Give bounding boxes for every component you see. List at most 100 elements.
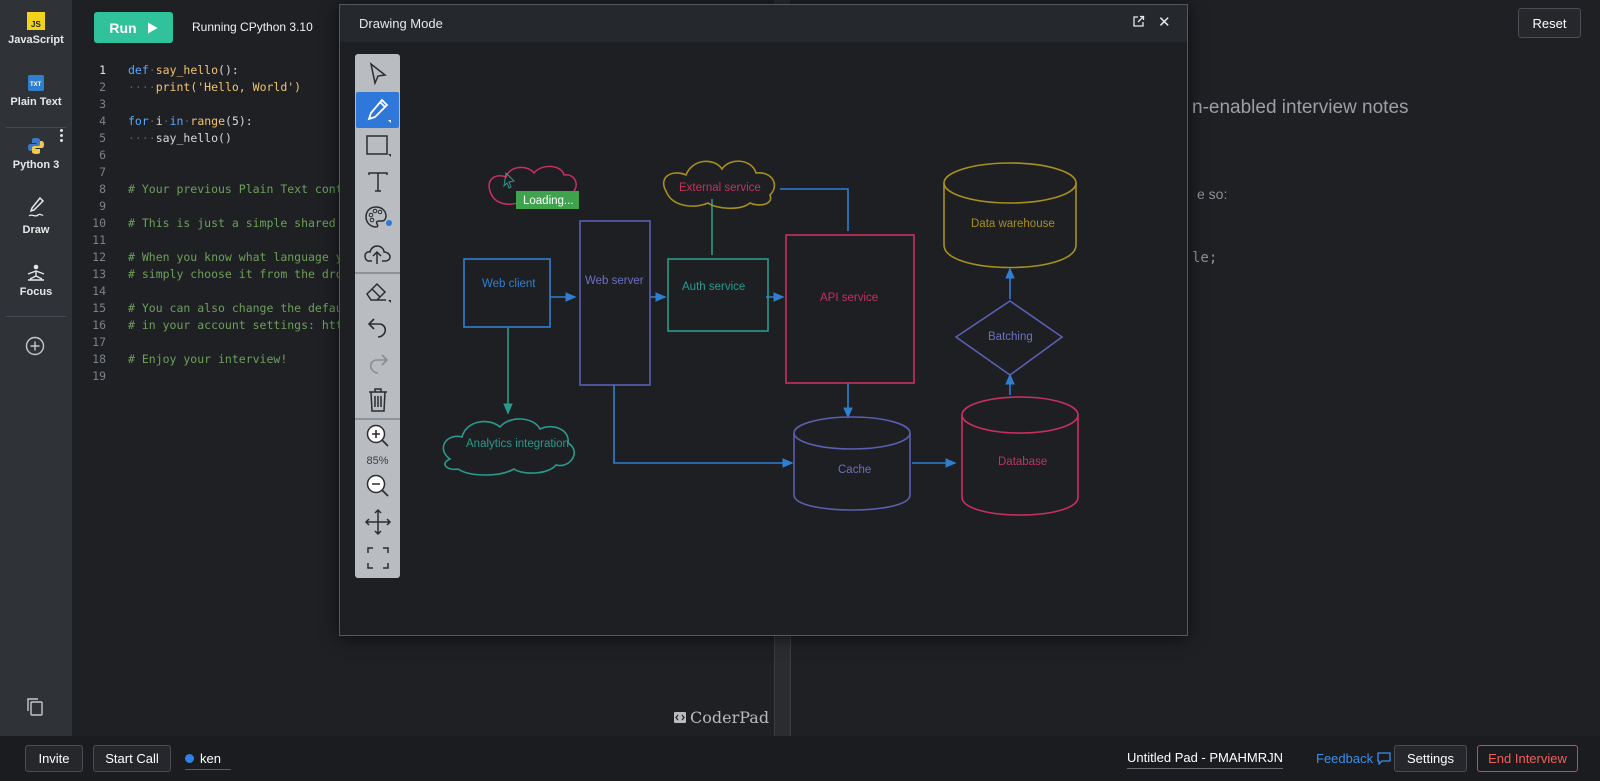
invite-button[interactable]: Invite [25,745,83,772]
rectangle-tool[interactable] [356,128,399,164]
trash-tool[interactable] [356,382,399,418]
data-warehouse-label: Data warehouse [971,218,1055,230]
web-server-label: Web server [585,275,644,287]
database-cylinder [961,396,1079,516]
palette-tool[interactable] [356,200,399,236]
external-service-cloud [662,160,776,210]
coderpad-logo-icon [674,712,686,723]
cache-label: Cache [838,464,871,476]
settings-button[interactable]: Settings [1394,745,1467,772]
modal-title: Drawing Mode [359,16,443,31]
loading-label: Loading... [523,195,574,207]
batching-diamond [954,300,1064,376]
zoom-in-icon [366,424,389,447]
user-name: ken [200,751,221,766]
modal-header[interactable]: Drawing Mode ✕ [340,5,1187,42]
sidebar-item-focus[interactable]: Focus [0,264,72,298]
focus-icon [27,264,45,281]
select-tool[interactable] [356,56,399,92]
move-icon [364,508,391,536]
batching-label: Batching [988,331,1033,343]
zoom-level: 85% [366,455,389,467]
runtime-label: Running CPython 3.10 [192,20,313,34]
feedback-link[interactable]: Feedback [1316,751,1391,766]
toolbar-divider [355,272,400,274]
pan-tool[interactable] [356,504,399,540]
api-service-box [785,234,915,384]
palette-icon [364,206,392,228]
fit-screen-icon [366,547,389,569]
python-options-icon[interactable] [60,129,64,142]
redo-tool[interactable] [356,346,399,382]
run-button[interactable]: Run [94,12,173,43]
upload-tool[interactable] [356,236,399,272]
bottom-bar [0,736,1600,781]
close-icon[interactable]: ✕ [1158,14,1171,31]
cursor-icon [369,62,387,86]
eraser-tool[interactable] [356,274,399,310]
reset-button[interactable]: Reset [1518,8,1581,38]
web-client-box [463,258,551,328]
pane-divider[interactable] [790,630,791,736]
plus-circle-icon[interactable] [25,336,45,356]
python-icon [28,138,44,154]
pad-title-input[interactable]: Untitled Pad - PMAHMRJN [1127,750,1284,769]
web-client-label: Web client [482,278,536,290]
pencil-tool[interactable] [356,92,399,128]
drawing-canvas[interactable]: Loading... Web client Web server Auth se… [410,45,1187,635]
svg-text:JS: JS [31,20,41,29]
javascript-icon: JS [27,12,45,30]
drawing-mode-modal: Drawing Mode ✕ [339,4,1188,636]
popout-icon[interactable] [1132,15,1145,28]
language-sidebar: JS JavaScript TXT Plain Text Python 3 Dr… [0,0,72,736]
notes-code-text: le; [1192,250,1218,266]
start-call-button[interactable]: Start Call [93,745,171,772]
draw-icon [28,196,45,217]
external-service-label: External service [679,182,761,194]
web-server-box [579,220,651,386]
undo-tool[interactable] [356,310,399,346]
sidebar-item-label: Focus [19,286,53,298]
chat-icon [1377,752,1391,765]
rectangle-icon [365,135,391,157]
feedback-label: Feedback [1316,751,1374,766]
play-icon [147,22,158,33]
pending-cloud-shape [488,165,579,209]
analytics-integration-cloud [442,418,575,476]
text-tool[interactable] [356,164,399,200]
text-icon [367,172,388,192]
sidebar-item-python[interactable]: Python 3 [0,137,72,171]
copy-icon[interactable] [26,697,44,717]
zoom-out-icon [366,474,389,497]
fit-tool[interactable] [356,540,399,576]
api-service-label: API service [820,292,878,304]
notes-text: e so: [1197,186,1228,202]
data-warehouse-cylinder [943,162,1077,269]
sidebar-divider [6,316,66,317]
auth-service-box [667,258,769,332]
end-interview-button[interactable]: End Interview [1477,745,1578,772]
database-label: Database [998,456,1047,468]
trash-icon [368,388,387,412]
sidebar-item-label: Draw [22,224,50,236]
auth-service-label: Auth service [682,281,745,293]
user-chip[interactable]: ken [185,748,231,770]
redo-icon [369,354,388,374]
sidebar-item-draw[interactable]: Draw [0,196,72,236]
cloud-upload-icon [363,245,391,264]
plain-text-icon: TXT [28,75,44,91]
run-label: Run [109,19,137,36]
pane-divider[interactable] [774,630,775,736]
sidebar-item-label: JavaScript [8,34,64,46]
zoom-in-tool[interactable] [356,418,399,454]
zoom-out-tool[interactable] [356,468,399,504]
coderpad-logo: CoderPad [674,708,769,727]
analytics-integration-label: Analytics integration [466,438,569,450]
sidebar-item-javascript[interactable]: JS JavaScript [0,12,72,46]
sidebar-item-plain-text[interactable]: TXT Plain Text [0,74,72,108]
svg-text:TXT: TXT [30,82,42,88]
toolbar-divider [355,418,400,420]
sidebar-item-label: Plain Text [10,96,62,108]
online-status-dot [185,754,194,763]
